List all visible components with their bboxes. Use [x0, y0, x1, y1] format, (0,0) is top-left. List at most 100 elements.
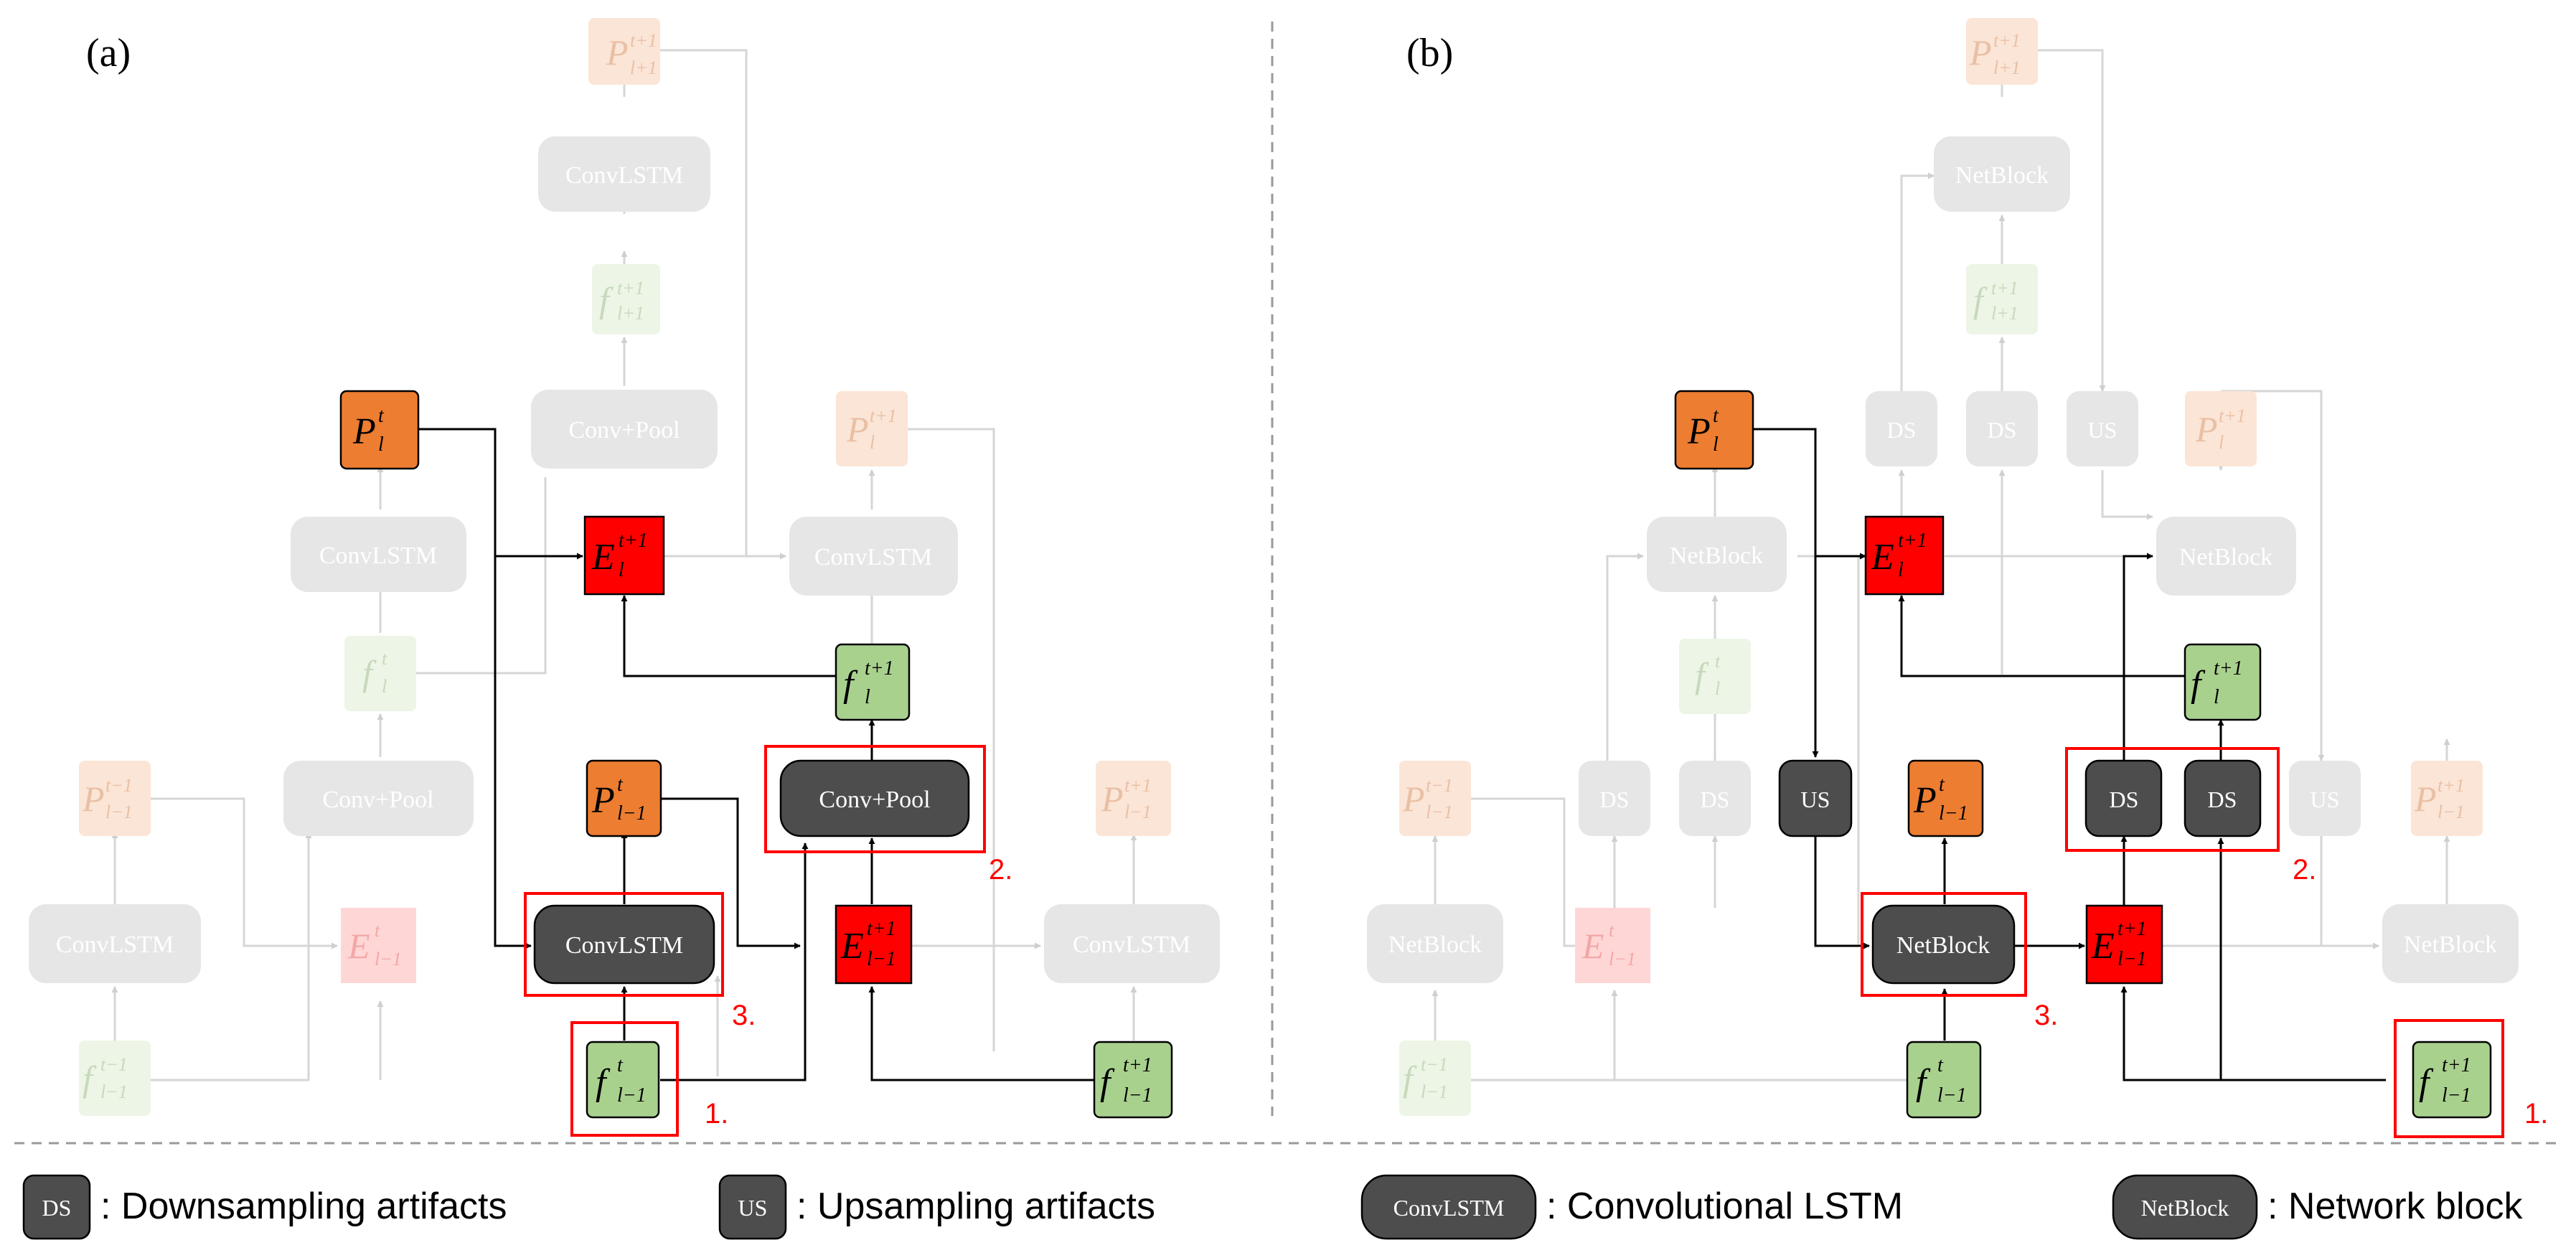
- f-l-tp1-b: f t+1 l: [2184, 643, 2262, 721]
- svg-text:t: t: [1937, 1054, 1944, 1076]
- convpool-l-faded-a: Conv+Pool: [531, 390, 718, 469]
- svg-text:l: l: [619, 559, 624, 581]
- highlight-3-a: [524, 892, 724, 997]
- svg-text:E: E: [347, 926, 370, 966]
- svg-text:t: t: [1713, 405, 1719, 427]
- step-3-b: 3.: [2034, 1000, 2058, 1031]
- svg-text:P: P: [1687, 411, 1711, 452]
- svg-text:DS: DS: [1600, 787, 1630, 812]
- highlight-3-b: [1861, 892, 2027, 997]
- svg-text:t+1: t+1: [2442, 1054, 2471, 1076]
- svg-text:E: E: [591, 537, 615, 578]
- p-lp1-tp1-faded-b: P t+1 l+1: [1966, 18, 2038, 85]
- svg-text:NetBlock: NetBlock: [1896, 932, 1990, 959]
- svg-text:l+1: l+1: [1993, 57, 2021, 78]
- svg-text:l−1: l−1: [1421, 1081, 1448, 1102]
- us-upper-faded-b: US: [2067, 391, 2138, 466]
- svg-text:P: P: [606, 32, 629, 72]
- svg-text:l−1: l−1: [1123, 1084, 1152, 1107]
- svg-text:t+1: t+1: [1124, 775, 1152, 796]
- us-b: US: [1778, 759, 1853, 837]
- svg-text:l+1: l+1: [617, 303, 644, 324]
- svg-text:P: P: [1101, 779, 1124, 819]
- svg-text:l: l: [1713, 433, 1719, 456]
- legend-netblock-swatch: [2112, 1174, 2258, 1240]
- f-l-t-faded-a: f t l: [344, 636, 416, 711]
- step-3-a: 3.: [732, 1000, 756, 1031]
- svg-text:P: P: [591, 780, 615, 821]
- f-l-t-faded-b: f t l: [1679, 639, 1751, 714]
- step-1-b: 1.: [2524, 1098, 2548, 1130]
- svg-text:t+1: t+1: [630, 30, 657, 51]
- p-l-tp1-faded-a: P t+1 l: [836, 391, 908, 466]
- svg-text:Conv+Pool: Conv+Pool: [568, 417, 680, 443]
- panel-a-faded-nodes: P t+1 l+1 ConvLSTM f t+1 l+1 Conv+Pool C…: [29, 18, 1220, 1116]
- p-lm1-tm1-faded-b: P t−1 l−1: [1399, 761, 1471, 836]
- svg-text:ConvLSTM: ConvLSTM: [565, 932, 683, 959]
- ds-upper-2-faded-b: DS: [1966, 391, 2038, 466]
- svg-text:l−1: l−1: [375, 949, 402, 970]
- svg-text:t+1: t+1: [2438, 775, 2465, 796]
- svg-text:P: P: [352, 411, 376, 452]
- e-lm1-t-faded-b: E t l−1: [1575, 908, 1650, 983]
- svg-text:l: l: [2214, 686, 2219, 708]
- p-l-tp1-faded-b: P t+1 l: [2185, 391, 2257, 466]
- svg-text:l−1: l−1: [100, 1081, 128, 1102]
- netblock-lm1-tm1-faded-b: NetBlock: [1367, 904, 1503, 983]
- step-1-a: 1.: [705, 1098, 728, 1130]
- f-lm1-tm1-faded-a: f t−1 l−1: [79, 1041, 151, 1116]
- svg-text:t+1: t+1: [1991, 278, 2018, 299]
- svg-text:t+1: t+1: [1993, 30, 2021, 51]
- svg-text:l: l: [865, 686, 870, 708]
- legend-convlstm-desc: : Convolutional LSTM: [1546, 1186, 1903, 1227]
- panel-label-b: (b): [1406, 31, 1453, 75]
- convlstm-lp1-faded-a: ConvLSTM: [538, 136, 710, 212]
- svg-text:US: US: [1801, 787, 1830, 812]
- ds-lower-2-faded-b: DS: [1679, 761, 1751, 836]
- svg-text:t+1: t+1: [2219, 405, 2246, 426]
- f-lp1-tp1-faded-b: f t+1 l+1: [1966, 264, 2038, 334]
- svg-text:t+1: t+1: [870, 405, 897, 426]
- svg-text:l+1: l+1: [1991, 303, 2018, 324]
- legend-us-desc: : Upsampling artifacts: [796, 1186, 1155, 1227]
- svg-text:l−1: l−1: [2442, 1084, 2471, 1107]
- svg-text:t−1: t−1: [1421, 1054, 1448, 1075]
- svg-text:t: t: [375, 920, 380, 941]
- svg-text:DS: DS: [1701, 787, 1730, 812]
- legend-convlstm-key: ConvLSTM: [1393, 1195, 1505, 1221]
- e-l-tp1-b: E t+1 l: [1864, 515, 1945, 596]
- svg-text:NetBlock: NetBlock: [2404, 931, 2497, 958]
- svg-text:t: t: [1609, 920, 1614, 941]
- f-lp1-tp1-faded-a: f t+1 l+1: [592, 264, 660, 334]
- e-lm1-tp1-a: E t+1 l−1: [835, 904, 913, 985]
- svg-text:t+1: t+1: [619, 530, 648, 552]
- netblock-lp1-faded-b: NetBlock: [1934, 136, 2070, 212]
- svg-text:US: US: [2311, 787, 2340, 812]
- p-l-t-a: P t l: [339, 390, 420, 470]
- convlstm-lm1-tm1-faded-a: ConvLSTM: [29, 904, 201, 983]
- highlight-1-a: [570, 1021, 679, 1137]
- ds-2-b: DS: [2184, 759, 2262, 837]
- svg-text:E: E: [1871, 537, 1894, 578]
- svg-text:l−1: l−1: [1426, 802, 1453, 822]
- legend-item-us: US : Upsampling artifacts: [718, 1174, 1155, 1240]
- svg-text:P: P: [2195, 409, 2218, 449]
- panel-b-active-edges: [1751, 428, 2386, 1081]
- svg-text:t+1: t+1: [617, 278, 644, 299]
- svg-text:l−1: l−1: [617, 802, 647, 825]
- ds-1-b: DS: [2084, 759, 2163, 837]
- p-lm1-tp1-faded-a: P t+1 l−1: [1096, 761, 1171, 836]
- svg-text:t: t: [1939, 774, 1945, 796]
- svg-text:NetBlock: NetBlock: [2179, 544, 2272, 571]
- p-lm1-tp1-faded-b: P t+1 l−1: [2411, 761, 2483, 836]
- svg-text:DS: DS: [1887, 417, 1917, 443]
- svg-text:NetBlock: NetBlock: [1388, 931, 1482, 958]
- svg-text:t+1: t+1: [867, 918, 896, 940]
- legend-item-netblock: NetBlock : Network block: [2112, 1174, 2523, 1240]
- f-lm1-t-a: f t l−1: [586, 1041, 660, 1119]
- p-lm1-tm1-faded-a: P t−1 l−1: [79, 761, 151, 836]
- svg-text:t: t: [378, 405, 385, 427]
- legend: DS : Downsampling artifacts US : Upsampl…: [22, 1174, 2523, 1240]
- svg-text:t: t: [1715, 651, 1721, 672]
